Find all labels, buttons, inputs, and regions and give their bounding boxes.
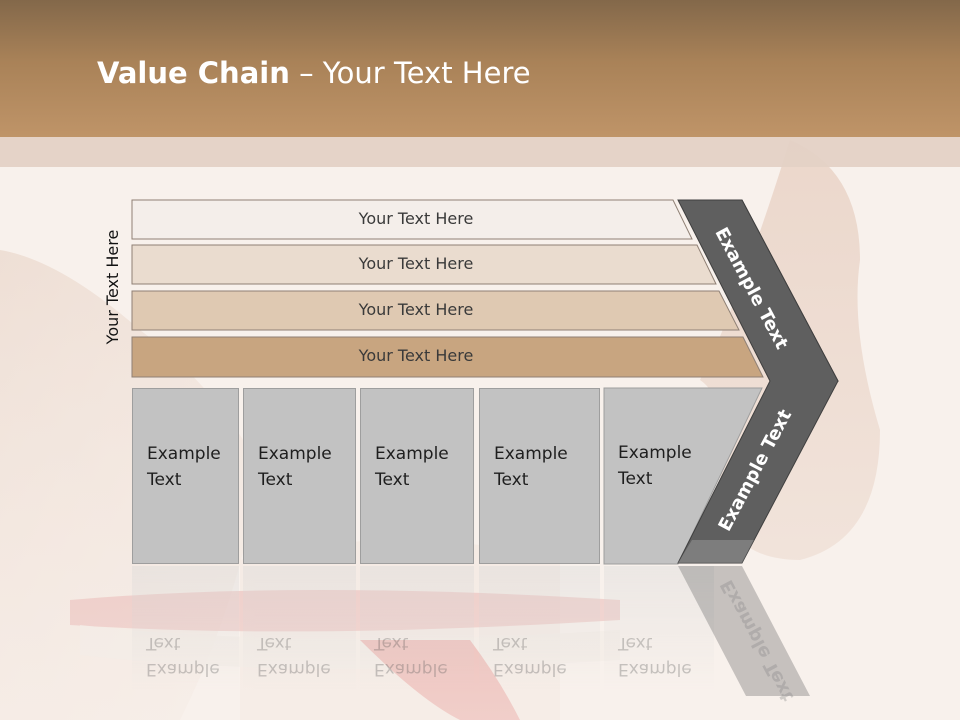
box-2-line2: Text — [258, 470, 293, 490]
row-3[interactable]: Your Text Here — [131, 290, 740, 331]
box-5-reflection-line2: Text — [618, 633, 653, 653]
box-1-line1: Example — [147, 444, 221, 464]
row-3-label: Your Text Here — [358, 300, 474, 319]
box-3-reflection-text: Example Text — [374, 630, 469, 682]
box-1-reflection: Example Text — [132, 566, 239, 690]
box-3-line1: Example — [375, 444, 449, 464]
box-3-reflection-line2: Text — [374, 633, 409, 653]
box-4-reflection-line2: Text — [493, 633, 528, 653]
box-2-reflection-line1: Example — [257, 659, 331, 679]
row-3-shape — [131, 290, 740, 331]
box-2-reflection: Example Text — [243, 566, 356, 690]
box-5-shape — [603, 387, 763, 565]
row-4-shape — [131, 336, 764, 378]
row-2[interactable]: Your Text Here — [131, 244, 717, 285]
side-label: Your Text Here — [103, 229, 122, 345]
box-2-reflection-line2: Text — [257, 633, 292, 653]
box-4-reflection: Example Text — [479, 566, 600, 690]
box-1-reflection-line2: Text — [146, 633, 181, 653]
title-rest: – Your Text Here — [289, 56, 531, 90]
chevron-reflection — [678, 566, 810, 696]
box-1-reflection-line1: Example — [146, 659, 220, 679]
box-2-reflection-text: Example Text — [257, 630, 352, 682]
row-2-shape — [131, 244, 717, 285]
box-5-line1: Example — [618, 443, 692, 463]
row-1-label: Your Text Here — [358, 209, 474, 228]
row-4-label: Your Text Here — [358, 346, 474, 365]
box-2-line1: Example — [258, 444, 332, 464]
box-3-reflection: Example Text — [360, 566, 474, 690]
box-5-line2: Text — [618, 469, 653, 489]
header-bar — [0, 0, 960, 137]
row-1[interactable]: Your Text Here — [131, 199, 693, 240]
chevron-arrow[interactable] — [670, 198, 845, 568]
page-title: Value Chain – Your Text Here — [97, 56, 531, 90]
row-4[interactable]: Your Text Here — [131, 336, 764, 378]
row-2-label: Your Text Here — [358, 254, 474, 273]
box-4-reflection-line1: Example — [493, 659, 567, 679]
box-4-reflection-text: Example Text — [493, 630, 588, 682]
box-3-reflection-line1: Example — [374, 659, 448, 679]
row-1-shape — [131, 199, 693, 240]
box-1-reflection-text: Example Text — [146, 630, 241, 682]
title-bold: Value Chain — [97, 56, 290, 90]
box-4-line1: Example — [494, 444, 568, 464]
box-3-line2: Text — [375, 470, 410, 490]
box-1-line2: Text — [147, 470, 182, 490]
box-4-line2: Text — [494, 470, 529, 490]
header-strip — [0, 137, 960, 167]
